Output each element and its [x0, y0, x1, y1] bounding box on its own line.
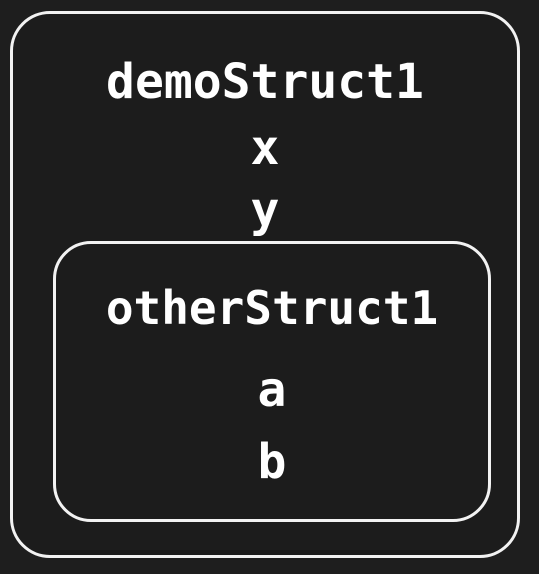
inner-struct-name: otherStruct1	[105, 281, 439, 335]
outer-field-x: x	[250, 120, 280, 176]
outer-field-y: y	[250, 182, 280, 238]
inner-field-b: b	[257, 434, 287, 490]
outer-struct-name: demoStruct1	[106, 54, 424, 110]
inner-field-a: a	[257, 362, 287, 418]
inner-struct-box: otherStruct1 a b	[53, 241, 491, 522]
